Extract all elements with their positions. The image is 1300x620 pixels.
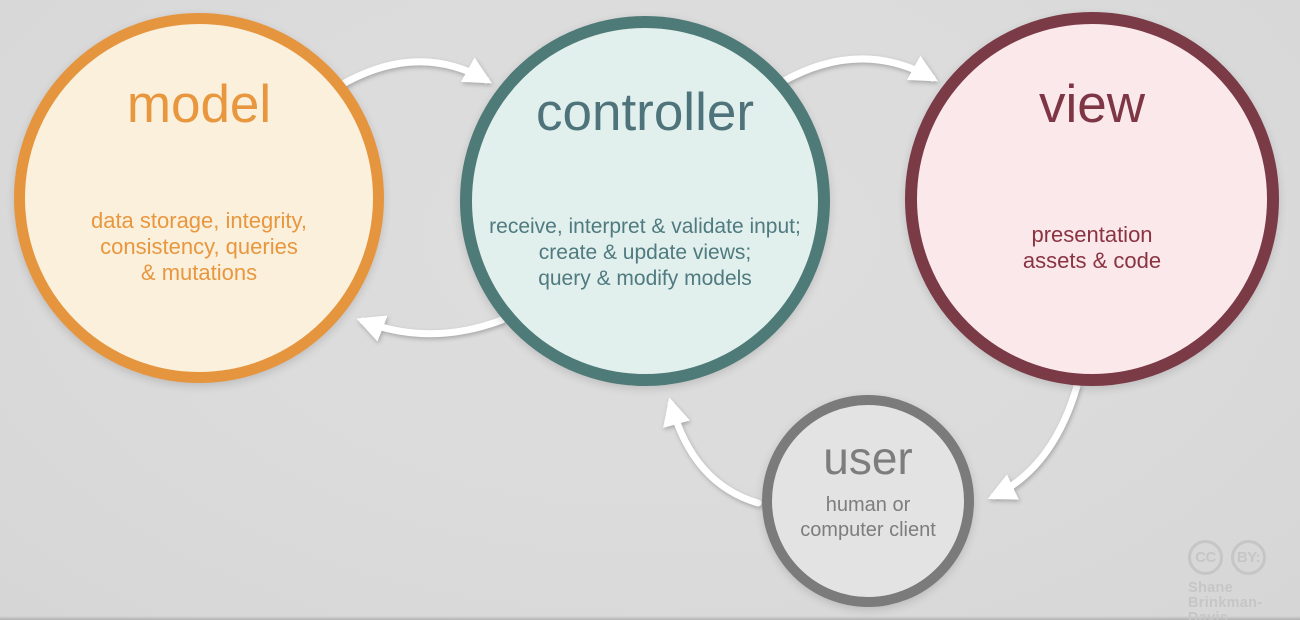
bottom-edge-shadow [0, 616, 1300, 620]
model-description-line: data storage, integrity, [90, 208, 308, 233]
cc-icon: CC [1188, 540, 1223, 575]
arrow-user-to-controller [663, 397, 762, 507]
model-description: data storage, integrity, consistency, qu… [25, 208, 373, 286]
user-description: human or computer client [772, 493, 964, 543]
attribution-name: Shane Brinkman-Davis [1188, 581, 1300, 620]
arrow-model-to-controller [332, 57, 493, 92]
attribution-name-line: Shane [1188, 580, 1234, 596]
controller-description-line: receive, interpret & validate input; [489, 215, 801, 238]
user-node: user human or computer client [762, 395, 974, 607]
user-description-line: computer client [800, 519, 936, 541]
attribution-name-line: Brinkman-Davis [1188, 595, 1263, 620]
arrow-view-to-user [987, 382, 1081, 500]
model-description-line: & mutations [140, 260, 258, 285]
controller-title: controller [536, 83, 754, 142]
view-title: view [1038, 75, 1146, 134]
cc-by-icon: BY: [1231, 540, 1266, 575]
view-node: view presentation assets & code [905, 12, 1279, 386]
view-description-line: assets & code [1022, 248, 1162, 273]
model-description-line: consistency, queries [100, 234, 298, 259]
user-description-line: human or [825, 494, 911, 516]
license-attribution: CC BY: Shane Brinkman-Davis [1188, 540, 1300, 620]
arrow-controller-to-view [778, 55, 939, 86]
cc-license-badges: CC BY: [1188, 540, 1300, 575]
model-node: model data storage, integrity, consisten… [14, 13, 384, 383]
controller-description-line: query & modify models [538, 267, 752, 290]
user-title: user [823, 432, 913, 484]
controller-description-line: create & update views; [538, 241, 752, 264]
view-description: presentation assets & code [917, 222, 1267, 274]
arrow-controller-to-model [356, 315, 506, 342]
controller-description: receive, interpret & validate input; cre… [472, 214, 818, 292]
model-title: model [126, 75, 272, 134]
controller-node: controller receive, interpret & validate… [460, 16, 830, 386]
view-description-line: presentation [1031, 222, 1153, 247]
